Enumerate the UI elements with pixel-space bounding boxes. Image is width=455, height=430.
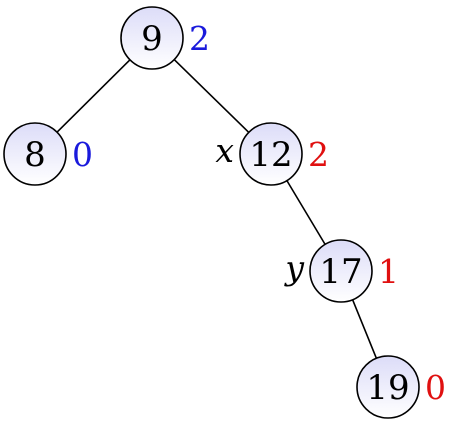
- tree-node-annotation: 0: [425, 368, 446, 407]
- edge-layer: [56, 59, 378, 359]
- tree-node-19: 19 0: [356, 355, 446, 419]
- tree-node-circle: [239, 122, 303, 186]
- tree-node-annotation: 0: [72, 135, 93, 174]
- tree-node-circle: [356, 355, 420, 419]
- tree-node-variable-label: y: [283, 248, 304, 287]
- tree-node-circle: [120, 6, 184, 70]
- tree-edge-n17-n19: [351, 299, 378, 359]
- tree-node-key: 17: [319, 252, 362, 292]
- tree-node-circle: [309, 239, 373, 303]
- tree-node-key: 12: [249, 135, 292, 175]
- tree-node-17: 17 1 y: [283, 239, 399, 303]
- tree-node-circle: [3, 122, 67, 186]
- tree-edge-n12-n17: [286, 180, 326, 245]
- tree-node-annotation: 2: [308, 135, 329, 174]
- tree-node-annotation: 2: [189, 19, 210, 58]
- tree-node-annotation: 1: [378, 252, 399, 291]
- tree-node-key: 9: [141, 19, 163, 59]
- tree-edge-n9-n12: [173, 59, 250, 133]
- tree-node-key: 8: [24, 135, 46, 175]
- tree-node-12: 12 2 x: [215, 122, 329, 186]
- tree-edge-n9-n8: [56, 59, 131, 133]
- tree-node-variable-label: x: [215, 131, 234, 170]
- tree-node-key: 19: [366, 368, 409, 408]
